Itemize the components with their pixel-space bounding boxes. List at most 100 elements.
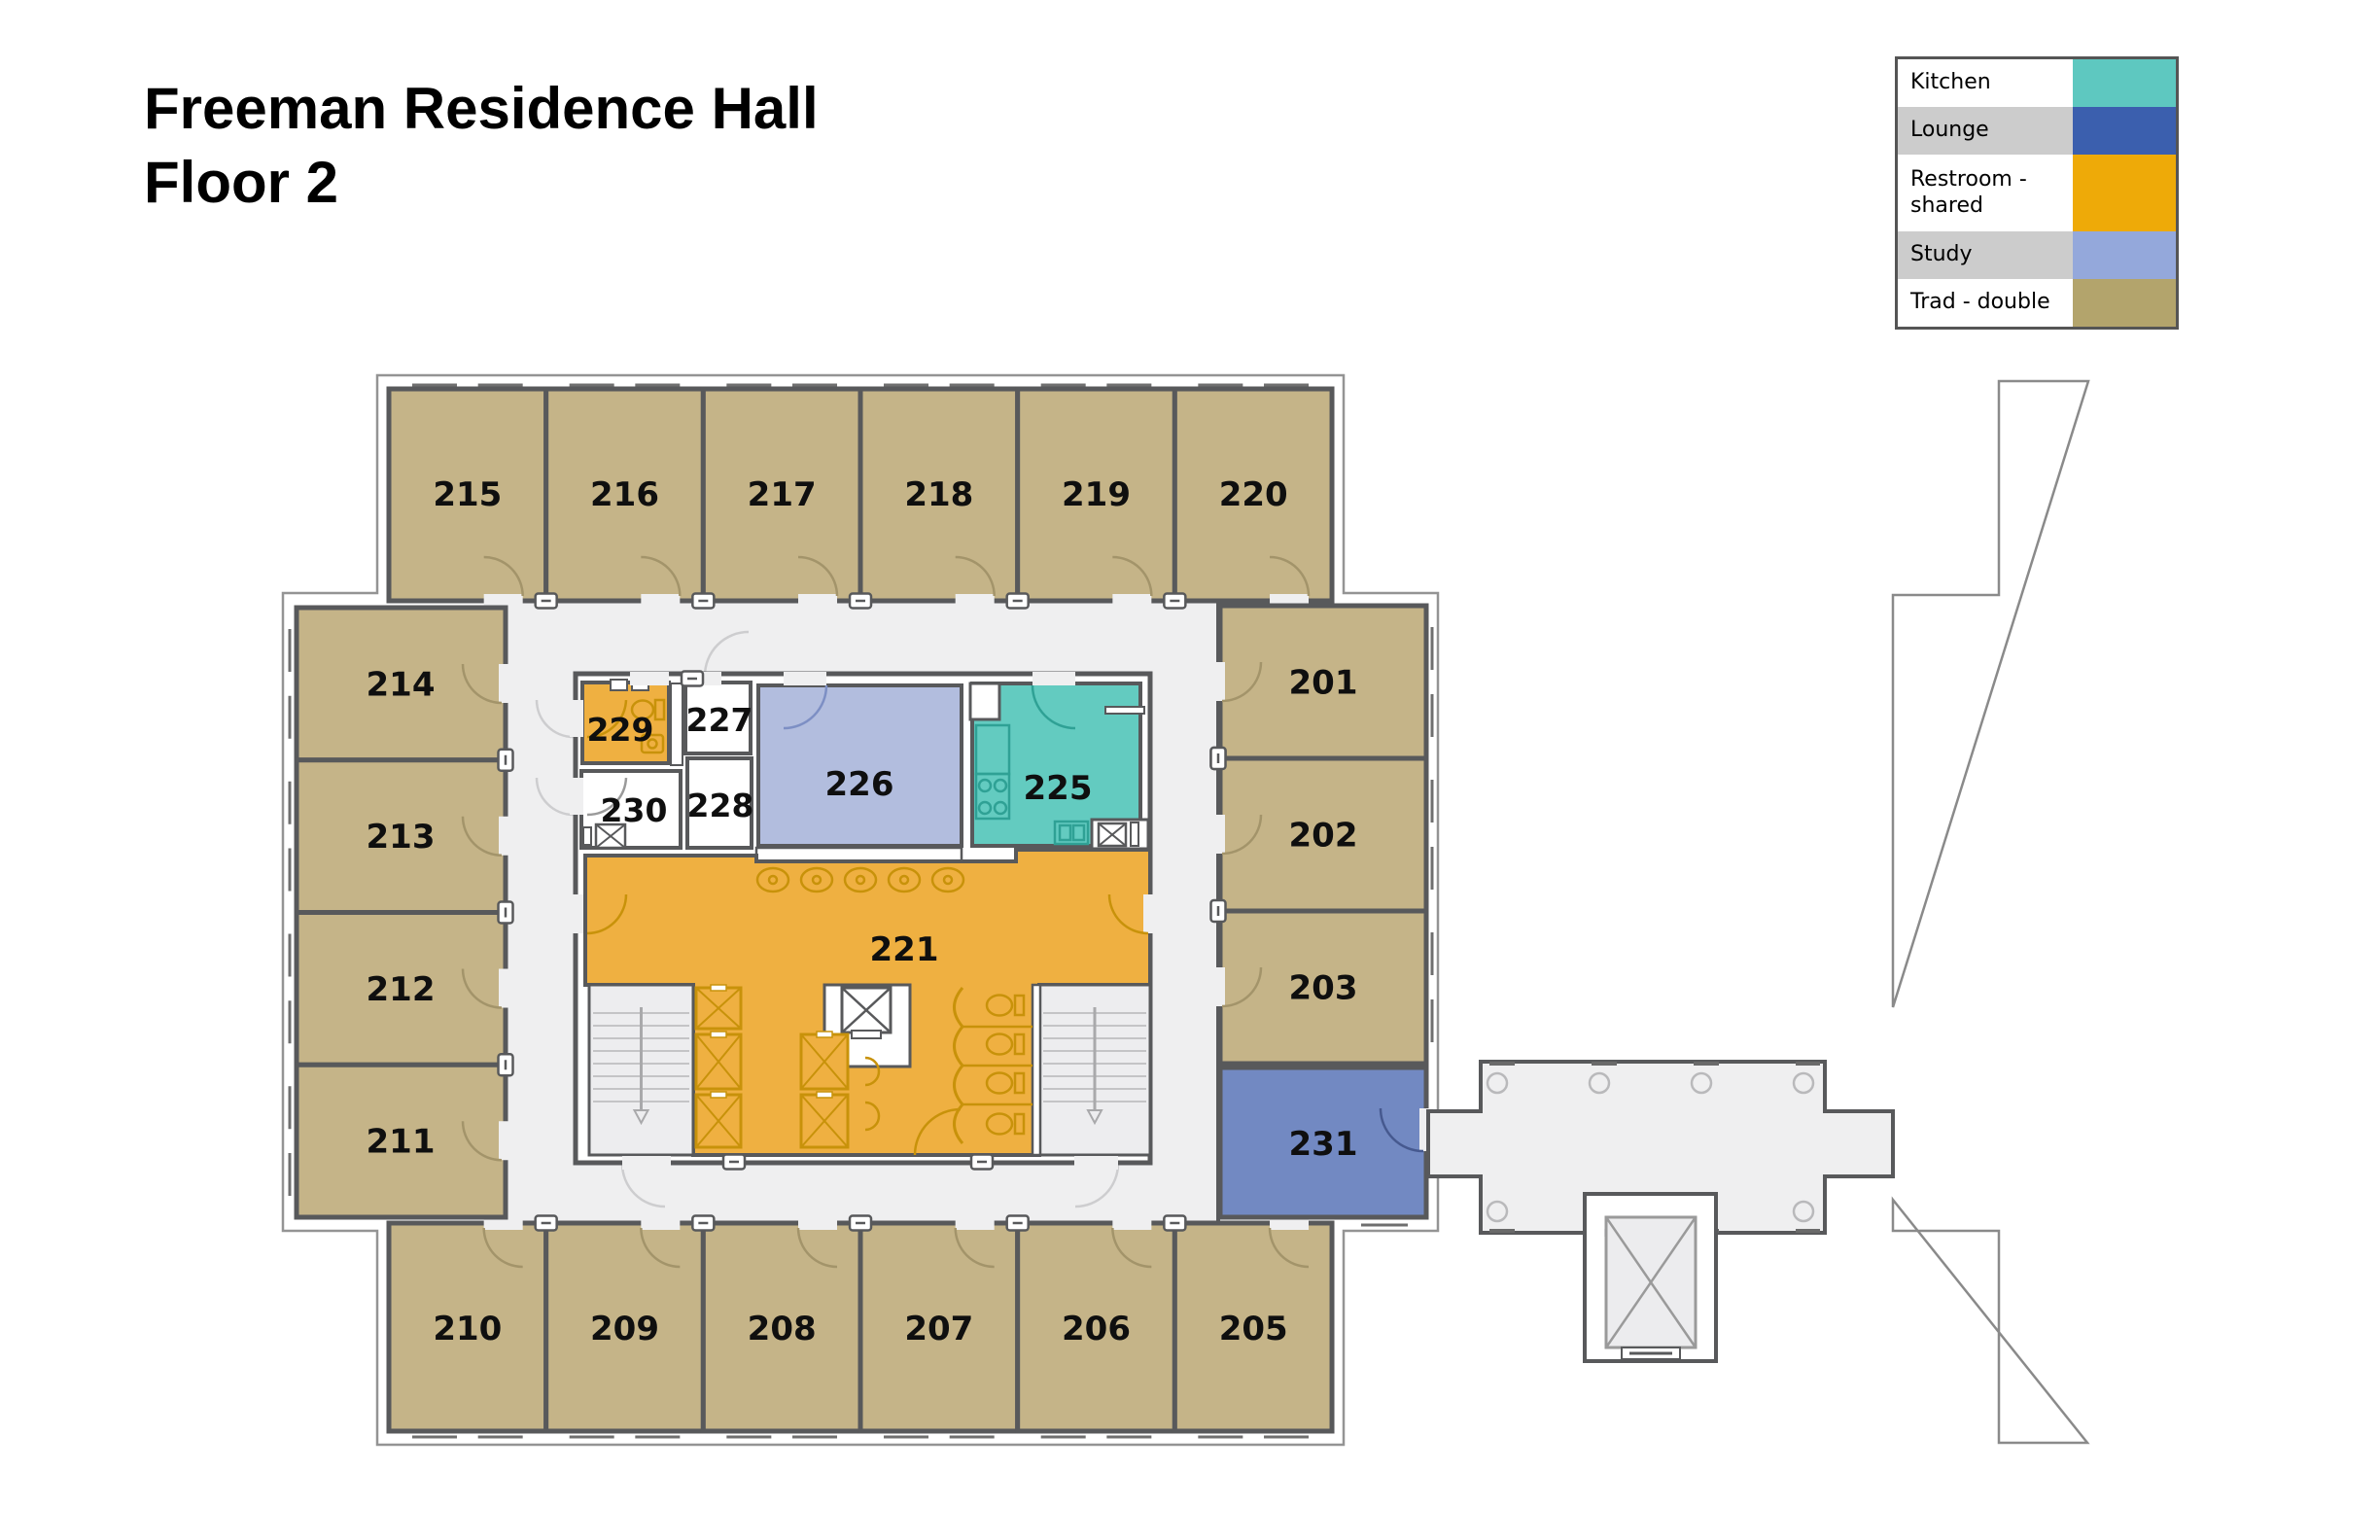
page-title: Freeman Residence Hall Floor 2 bbox=[144, 72, 819, 219]
room-214: 214 bbox=[288, 605, 512, 763]
door-arc bbox=[954, 1227, 995, 1269]
door-threshold bbox=[721, 1153, 747, 1171]
room-231-door-arc bbox=[1379, 1107, 1424, 1153]
legend-row-lounge: Lounge bbox=[1898, 107, 2176, 155]
toilet-icon bbox=[985, 1112, 1026, 1136]
room-217: 217 bbox=[700, 383, 863, 608]
stair-arrow-icon bbox=[1086, 1109, 1103, 1126]
sink-drain bbox=[855, 874, 866, 886]
door-threshold bbox=[848, 1214, 873, 1232]
room-205: 205 bbox=[1172, 1216, 1335, 1439]
legend-swatch-study bbox=[2073, 231, 2176, 279]
vent bbox=[610, 679, 628, 691]
door-gap bbox=[641, 1216, 681, 1230]
door-gap bbox=[1211, 815, 1225, 854]
room-fill bbox=[1172, 1220, 1335, 1434]
room-fill bbox=[858, 1220, 1021, 1434]
bridge-lobby bbox=[1426, 1060, 1895, 1363]
room-label: 219 bbox=[1062, 475, 1131, 514]
column-icon bbox=[1486, 1200, 1509, 1223]
stall-x bbox=[695, 1094, 742, 1148]
room-227-label: 227 bbox=[686, 701, 753, 739]
column-icon bbox=[1690, 1071, 1713, 1095]
sink-drain bbox=[898, 874, 910, 886]
legend-swatch-trad-double bbox=[2073, 279, 2176, 327]
door-gap bbox=[499, 968, 512, 1008]
legend: Kitchen Lounge Restroom - shared Study T… bbox=[1895, 56, 2179, 330]
door-threshold bbox=[848, 592, 873, 610]
core-door-arcs bbox=[586, 684, 1149, 935]
door-threshold bbox=[1209, 746, 1227, 771]
door-threshold bbox=[1163, 592, 1187, 610]
room-203: 203 bbox=[1211, 908, 1434, 1067]
door-arc bbox=[1111, 1227, 1152, 1269]
column-icon bbox=[1792, 1200, 1815, 1223]
legend-row-trad-double: Trad - double bbox=[1898, 279, 2176, 327]
door-arc bbox=[913, 1107, 962, 1156]
room-202: 202 bbox=[1211, 755, 1434, 914]
room-label: 211 bbox=[367, 1123, 436, 1162]
page-title-line2: Floor 2 bbox=[144, 149, 339, 215]
stall-door bbox=[816, 1091, 833, 1099]
door-gap bbox=[955, 1216, 995, 1230]
sink-icon bbox=[843, 866, 878, 893]
door-threshold bbox=[1005, 592, 1030, 610]
sink-basin bbox=[799, 866, 834, 893]
door-arc bbox=[461, 663, 503, 705]
room-fill bbox=[700, 386, 863, 604]
core-block: 229 227 230 228 226 225 221 bbox=[570, 670, 1157, 1171]
room-227 bbox=[683, 681, 752, 755]
stall-door bbox=[816, 1031, 833, 1038]
room-209: 209 bbox=[543, 1216, 706, 1439]
room-201: 201 bbox=[1211, 603, 1434, 761]
door-arc bbox=[1221, 661, 1263, 703]
room-fill bbox=[543, 1220, 706, 1434]
sink-icon bbox=[799, 866, 834, 893]
legend-label-restroom: Restroom - shared bbox=[1898, 155, 2073, 231]
stall-door bbox=[710, 984, 727, 992]
legend-row-kitchen: Kitchen bbox=[1898, 59, 2176, 107]
door-gap bbox=[798, 1216, 838, 1230]
legend-swatch-restroom bbox=[2073, 155, 2176, 231]
door-threshold bbox=[680, 670, 705, 687]
shower-stall-icon bbox=[799, 1031, 850, 1091]
room-label: 208 bbox=[748, 1310, 817, 1348]
column-icon bbox=[1792, 1071, 1815, 1095]
bridge-floor bbox=[1426, 1060, 1895, 1235]
room-231-label: 231 bbox=[1289, 1125, 1358, 1164]
sink-drain bbox=[811, 874, 822, 886]
room-label: 212 bbox=[367, 970, 436, 1009]
room-fill bbox=[386, 1220, 549, 1434]
room-221-label: 221 bbox=[870, 930, 939, 969]
room-label: 214 bbox=[367, 665, 436, 704]
door-gap bbox=[499, 816, 512, 856]
stall-x bbox=[695, 987, 742, 1030]
room-label: 209 bbox=[590, 1310, 659, 1348]
room-label: 201 bbox=[1289, 664, 1358, 703]
room-fill bbox=[1015, 386, 1177, 604]
door-arc bbox=[461, 816, 503, 857]
shower-stall-icon bbox=[694, 1091, 743, 1149]
wall-sinks bbox=[864, 1056, 881, 1132]
room-label: 202 bbox=[1289, 817, 1358, 856]
room-label: 203 bbox=[1289, 969, 1358, 1008]
door-arc bbox=[1221, 966, 1263, 1008]
bridge-elevator bbox=[1583, 1192, 1718, 1363]
toilet-icon bbox=[630, 698, 666, 721]
room-label: 216 bbox=[590, 475, 659, 514]
stair-arrow-icon bbox=[632, 1109, 650, 1126]
sink-drain bbox=[767, 874, 779, 886]
door-threshold bbox=[497, 1053, 514, 1077]
toilet-icon bbox=[985, 994, 1026, 1017]
shower-stall-icon bbox=[799, 1091, 850, 1149]
core-elevator bbox=[822, 983, 912, 1068]
room-211: 211 bbox=[288, 1062, 512, 1220]
stall-x bbox=[695, 1033, 742, 1090]
toilet-tank bbox=[1013, 1112, 1026, 1136]
door-threshold bbox=[497, 900, 514, 925]
door-gap bbox=[955, 594, 995, 608]
toilet-bowl bbox=[985, 1032, 1014, 1056]
room-label: 220 bbox=[1219, 475, 1288, 514]
toilet-tank bbox=[1013, 1071, 1026, 1095]
